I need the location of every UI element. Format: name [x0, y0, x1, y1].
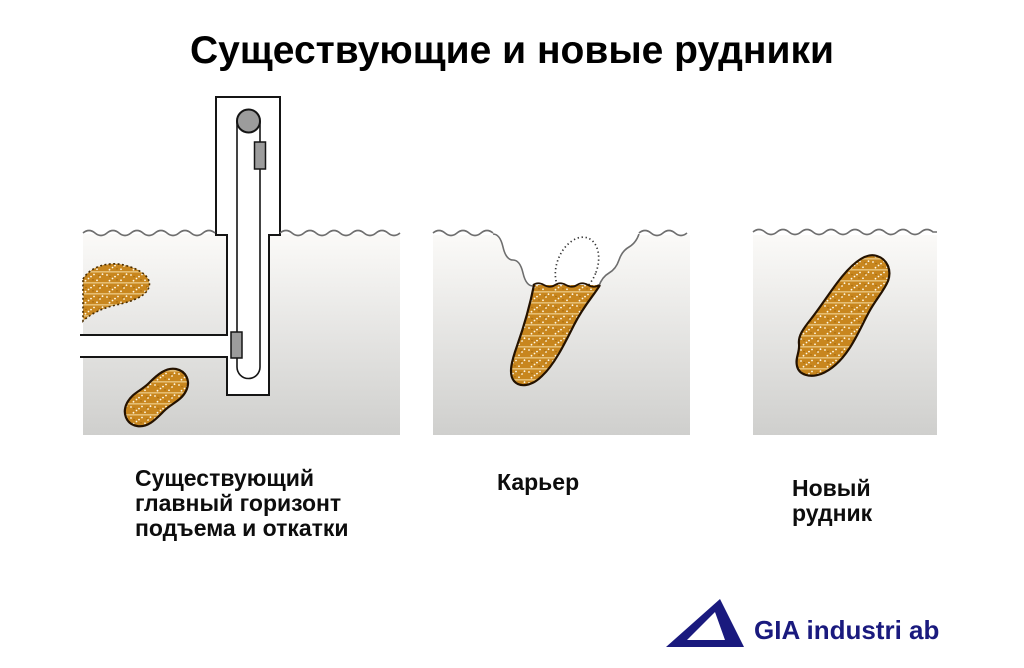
new-mine-label: Новый рудник — [792, 476, 872, 526]
gia-logo-text: GIA industri ab — [754, 615, 940, 645]
new-mine-label-line2: рудник — [792, 500, 873, 526]
ground-surface-line-right — [279, 229, 401, 237]
ground-surface-line-left — [432, 229, 494, 237]
existing-mine-diagram — [80, 96, 401, 435]
existing-mine-label: Существующий главный горизонт подъема и … — [135, 466, 349, 541]
skip-lower — [230, 331, 243, 359]
pit-slope-left — [492, 233, 534, 287]
ground-surface-line — [752, 228, 937, 236]
pulley-wheel — [236, 108, 261, 134]
slide-title: Существующие и новые рудники — [190, 29, 834, 72]
existing-mine-label-line3: подъема и откатки — [135, 515, 349, 541]
ground-surface-line-right — [638, 229, 688, 237]
new-mine-label-line1: Новый — [792, 475, 871, 501]
open-pit-label: Карьер — [497, 470, 579, 495]
gia-logo-triangle-icon — [666, 599, 744, 647]
ground-surface-line-left — [82, 229, 216, 237]
ore-body — [510, 285, 600, 386]
pit-floor-ore-edge — [532, 282, 600, 288]
ore-body-lower — [123, 367, 190, 428]
ore-body — [795, 254, 891, 377]
hoist-cable — [236, 121, 261, 380]
skip-upper — [253, 141, 267, 170]
new-mine-diagram — [752, 228, 937, 435]
ore-body-outline — [509, 284, 601, 387]
headframe-shaft-and-tunnel — [80, 96, 281, 396]
existing-mine-label-line2: главный горизонт — [135, 490, 342, 516]
pit-slope-right — [598, 233, 640, 287]
existing-mine-label-line1: Существующий — [135, 465, 315, 491]
gia-logo: GIA industri ab — [663, 596, 939, 650]
open-pit-label-text: Карьер — [497, 469, 580, 495]
ore-body-upper — [82, 263, 151, 323]
open-pit-diagram — [432, 229, 690, 435]
